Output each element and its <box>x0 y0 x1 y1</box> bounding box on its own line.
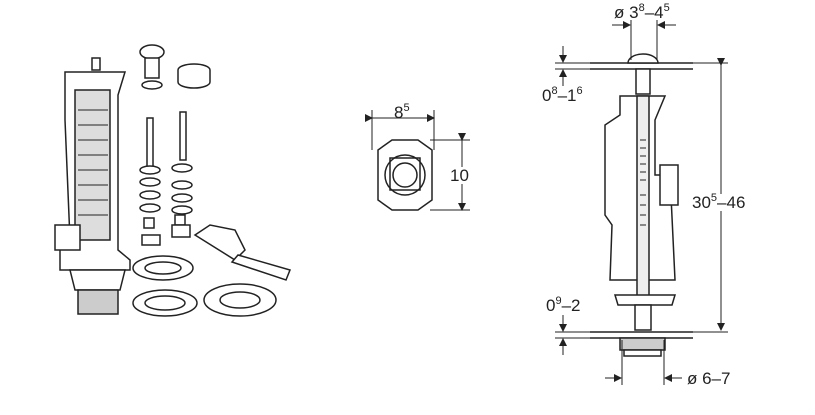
top-plate-thickness-label: 08–16 <box>542 85 583 105</box>
seals-and-nut <box>132 255 277 317</box>
nut-top-view <box>377 139 433 211</box>
nut-height-label: 10 <box>450 166 469 185</box>
nut-width-label: 85 <box>394 102 410 122</box>
outlet-diameter-label: ø 6–7 <box>687 369 731 388</box>
wrench-tool <box>193 224 292 281</box>
flush-button-parts <box>139 44 211 90</box>
fill-valve-assembly <box>54 57 131 315</box>
button-diameter-label: ø 38–45 <box>614 2 670 22</box>
valve-height-label: 305–46 <box>692 192 746 212</box>
cistern-section <box>590 53 693 357</box>
bottom-plate-thickness-label: 09–2 <box>546 295 581 315</box>
screws-and-washers <box>139 111 193 246</box>
